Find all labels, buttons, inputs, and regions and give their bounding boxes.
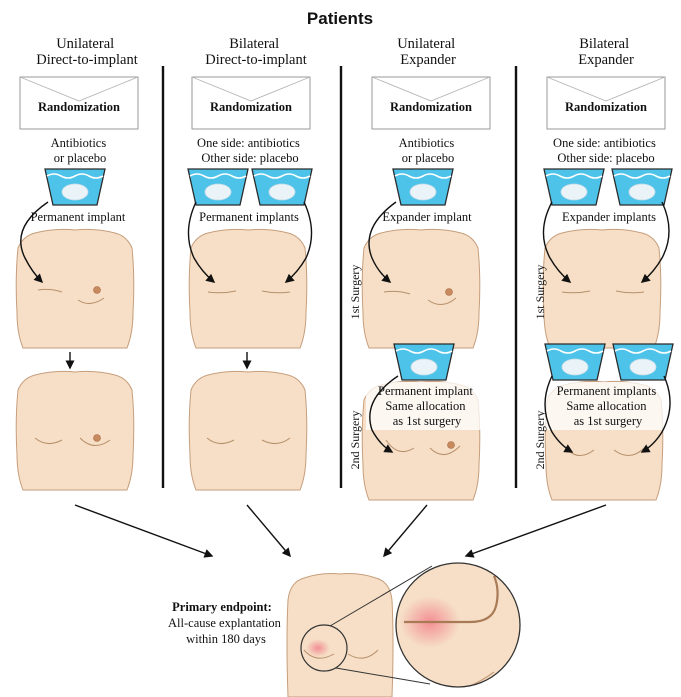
primary-endpoint: Primary endpoint: All-cause explantation… (168, 561, 524, 697)
second-surgery-label: 2nd Surgery (348, 411, 362, 470)
torso-first-surgery-illustration (362, 229, 480, 348)
converging-arrow (384, 505, 427, 556)
antibiotic-basin-icon (545, 344, 605, 380)
antibiotic-basin-icon (45, 169, 105, 205)
column-heading: Bilateral Expander (578, 36, 634, 68)
endpoint-description: All-cause explantation within 180 days (168, 616, 284, 646)
converging-arrow (75, 505, 212, 556)
first-surgery-label: 1st Surgery (348, 265, 362, 320)
antibiotic-basin-icon (394, 344, 454, 380)
column-heading: Unilateral Expander (397, 36, 459, 68)
column-bilateral-expander: Bilateral Expander Randomization One sid… (533, 36, 673, 500)
first-step-label: Expander implants (562, 210, 656, 224)
torso-after-illustration (16, 371, 134, 490)
antibiotic-basin-icon (393, 169, 453, 205)
first-step-label: Permanent implants (199, 210, 299, 224)
first-surgery-label: 1st Surgery (533, 265, 547, 320)
converging-arrow (247, 505, 290, 556)
first-step-label: Permanent implant (31, 210, 126, 224)
zoomed-infection-detail (394, 561, 524, 694)
column-heading: Unilateral Direct-to-implant (36, 36, 137, 68)
randomization-label: Randomization (390, 100, 472, 114)
randomization-label: Randomization (210, 100, 292, 114)
randomization-label: Randomization (565, 100, 647, 114)
converging-arrow (466, 505, 606, 556)
antibiotic-basin-icon (544, 169, 604, 205)
torso-before-illustration (189, 229, 307, 348)
torso-after-illustration (189, 371, 307, 490)
column-unilateral-direct-to-implant: Unilateral Direct-to-implant Randomizati… (12, 36, 144, 490)
allocation-label: Antibiotics or placebo (51, 136, 110, 165)
allocation-label: One side: antibiotics Other side: placeb… (553, 136, 659, 165)
diagram-title: Patients (307, 9, 373, 28)
column-unilateral-expander: Unilateral Expander Randomization Antibi… (348, 36, 490, 500)
first-step-label: Expander implant (382, 210, 472, 224)
allocation-label: One side: antibiotics Other side: placeb… (197, 136, 303, 165)
antibiotic-basin-icon (188, 169, 248, 205)
placebo-basin-icon (612, 169, 672, 205)
torso-first-surgery-illustration (543, 229, 661, 348)
placebo-basin-icon (252, 169, 312, 205)
endpoint-label: Primary endpoint: (172, 600, 272, 614)
allocation-label: Antibiotics or placebo (399, 136, 458, 165)
torso-before-illustration (16, 229, 134, 348)
column-heading: Bilateral Direct-to-implant (205, 36, 306, 68)
endpoint-torso-illustration (287, 574, 393, 697)
placebo-basin-icon (613, 344, 673, 380)
column-bilateral-direct-to-implant: Bilateral Direct-to-implant Randomizatio… (186, 36, 314, 490)
randomization-label: Randomization (38, 100, 120, 114)
second-surgery-label: 2nd Surgery (533, 411, 547, 470)
